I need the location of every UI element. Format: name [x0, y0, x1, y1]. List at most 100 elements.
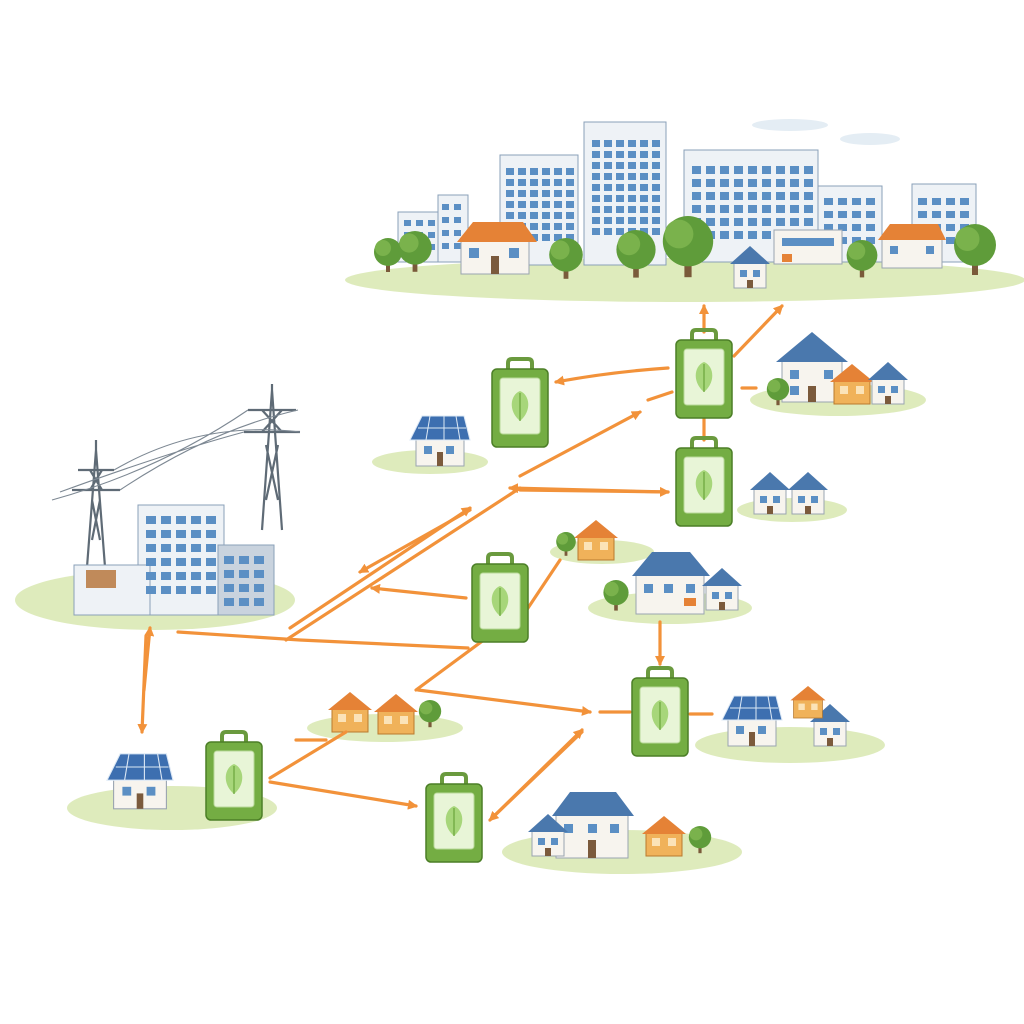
building-window	[640, 195, 648, 202]
building-window	[640, 184, 648, 191]
building-window	[146, 544, 156, 552]
building-window	[542, 201, 550, 208]
building-window	[176, 572, 186, 580]
building-window	[652, 184, 660, 191]
building-window	[776, 205, 785, 213]
building-window	[542, 234, 550, 241]
building-window	[692, 205, 701, 213]
building-window	[604, 184, 612, 191]
building-window	[628, 173, 636, 180]
building-window	[776, 166, 785, 174]
building-window	[852, 237, 861, 244]
building-window	[706, 218, 715, 226]
house-2	[750, 332, 926, 416]
building-window	[960, 211, 969, 218]
building-window	[191, 544, 201, 552]
building-window	[652, 217, 660, 224]
energy-flow-arrows	[137, 304, 784, 822]
battery-4	[470, 552, 530, 644]
building-window	[542, 179, 550, 186]
building-window	[566, 201, 574, 208]
building-window	[640, 217, 648, 224]
building-window	[506, 201, 514, 208]
building-window	[254, 598, 264, 606]
house-6	[307, 691, 463, 742]
battery-1	[490, 357, 550, 449]
building-window	[852, 198, 861, 205]
building-window	[640, 140, 648, 147]
building-window	[442, 204, 449, 210]
house-solar-1	[372, 415, 488, 474]
building-window	[146, 530, 156, 538]
house-4	[550, 519, 654, 564]
building-window	[762, 218, 771, 226]
building-window	[176, 530, 186, 538]
building-window	[191, 516, 201, 524]
building-window	[518, 212, 526, 219]
building-window	[518, 168, 526, 175]
building-window	[206, 572, 216, 580]
building-window	[652, 140, 660, 147]
building-window	[554, 168, 562, 175]
building-window	[176, 586, 186, 594]
building-window	[161, 586, 171, 594]
house-5	[588, 552, 752, 624]
building-window	[239, 598, 249, 606]
cloud-decoration	[752, 119, 900, 145]
building-window	[191, 558, 201, 566]
building-window	[442, 217, 449, 223]
building-window	[616, 217, 624, 224]
building-window	[692, 179, 701, 187]
building-window	[720, 179, 729, 187]
building-window	[720, 231, 729, 239]
pylon-right-icon	[244, 384, 300, 531]
building-window	[542, 223, 550, 230]
building-window	[734, 179, 743, 187]
building-window	[960, 198, 969, 205]
power-plant	[15, 384, 301, 630]
building-window	[454, 230, 461, 236]
building-window	[530, 234, 538, 241]
building-window	[932, 198, 941, 205]
building-window	[838, 198, 847, 205]
building-window	[542, 190, 550, 197]
building-window	[191, 586, 201, 594]
building-window	[161, 572, 171, 580]
building-window	[776, 192, 785, 200]
building-window	[554, 212, 562, 219]
building-window	[804, 192, 813, 200]
building-window	[790, 218, 799, 226]
building-window	[640, 206, 648, 213]
building-window	[652, 206, 660, 213]
building-window	[566, 168, 574, 175]
building-window	[918, 198, 927, 205]
building-window	[416, 220, 423, 226]
building-window	[734, 231, 743, 239]
building-window	[518, 201, 526, 208]
building-window	[706, 192, 715, 200]
building-window	[628, 195, 636, 202]
building-window	[734, 218, 743, 226]
building-window	[592, 195, 600, 202]
building-window	[146, 516, 156, 524]
building-window	[224, 584, 234, 592]
building-window	[748, 166, 757, 174]
building-window	[804, 166, 813, 174]
building-window	[866, 211, 875, 218]
building-window	[692, 192, 701, 200]
building-window	[592, 173, 600, 180]
building-window	[554, 234, 562, 241]
building-window	[824, 198, 833, 205]
building-window	[224, 570, 234, 578]
building-window	[652, 162, 660, 169]
building-window	[161, 544, 171, 552]
building-window	[592, 162, 600, 169]
building-window	[254, 570, 264, 578]
building-window	[748, 192, 757, 200]
building-window	[616, 162, 624, 169]
building-window	[592, 217, 600, 224]
building-window	[206, 530, 216, 538]
building-window	[428, 220, 435, 226]
building-window	[554, 223, 562, 230]
